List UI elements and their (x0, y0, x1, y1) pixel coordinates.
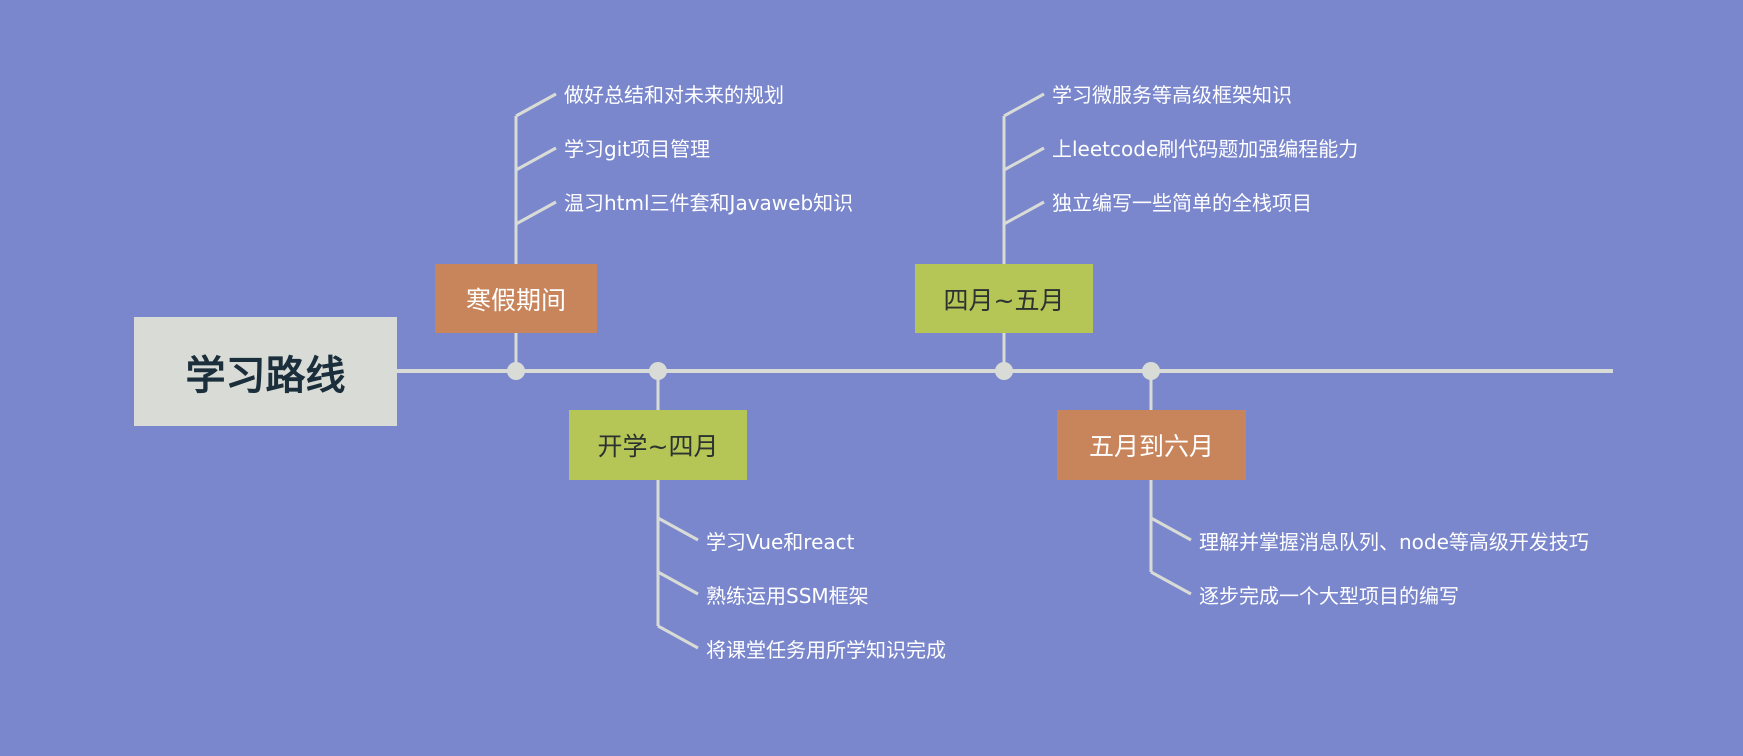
root-topic-label: 学习路线 (185, 352, 346, 399)
branch-1-leaf-2-connector (515, 146, 557, 172)
branch-4-node (1142, 362, 1160, 380)
branch-2-leaf-2-connector (657, 570, 699, 596)
branch-2-node (649, 362, 667, 380)
branch-label: 五月到六月 (1088, 432, 1214, 461)
leaf-item[interactable]: 将课堂任务用所学知识完成 (706, 638, 946, 662)
branch-may-june[interactable]: 五月到六月 (1057, 410, 1246, 480)
leaf-item[interactable]: 上leetcode刷代码题加强编程能力 (1052, 137, 1359, 161)
branch-1-leaf-1-connector (515, 92, 557, 118)
branch-3-leaf-2-connector (1003, 146, 1045, 172)
branch-semester-start[interactable]: 开学~四月 (569, 410, 747, 480)
branch-2-leaf-3-connector (657, 624, 699, 650)
leaf-item[interactable]: 学习Vue和react (706, 530, 855, 554)
root-topic[interactable]: 学习路线 (134, 317, 397, 426)
branch-1-leaf-3-connector (515, 200, 557, 226)
branch-4-leaf-2-connector (1150, 570, 1192, 596)
leaf-item[interactable]: 做好总结和对未来的规划 (564, 83, 784, 107)
branch-3-leaf-3-connector (1003, 200, 1045, 226)
branch-1-node (507, 362, 525, 380)
branch-april-may[interactable]: 四月~五月 (915, 264, 1093, 333)
branch-winter-break[interactable]: 寒假期间 (435, 264, 597, 333)
branch-3-leaf-1-connector (1003, 92, 1045, 118)
branch-label: 寒假期间 (465, 285, 566, 315)
leaf-item[interactable]: 独立编写一些简单的全栈项目 (1052, 191, 1312, 215)
branch-label: 开学~四月 (597, 432, 719, 461)
leaf-item[interactable]: 理解并掌握消息队列、node等高级开发技巧 (1199, 530, 1589, 554)
leaf-item[interactable]: 温习html三件套和Javaweb知识 (564, 191, 854, 215)
branch-2-leaf-1-connector (657, 516, 699, 542)
leaf-item[interactable]: 逐步完成一个大型项目的编写 (1199, 584, 1459, 608)
leaf-item[interactable]: 学习git项目管理 (564, 137, 711, 161)
leaf-item[interactable]: 熟练运用SSM框架 (706, 584, 869, 608)
leaf-item[interactable]: 学习微服务等高级框架知识 (1052, 83, 1292, 107)
branch-4-leaf-1-connector (1150, 516, 1192, 542)
branch-label: 四月~五月 (943, 285, 1065, 315)
branch-3-node (995, 362, 1013, 380)
